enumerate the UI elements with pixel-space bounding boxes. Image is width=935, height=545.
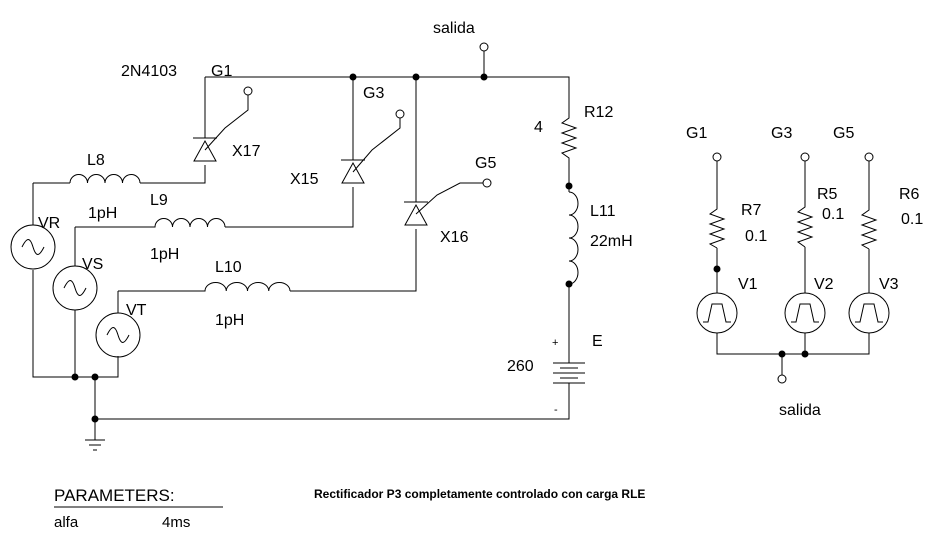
parameters-block: PARAMETERS: alfa 4ms bbox=[54, 486, 223, 531]
resistor-r12[interactable] bbox=[560, 108, 578, 186]
resistor-r6[interactable] bbox=[860, 203, 878, 250]
label-g1: G1 bbox=[211, 63, 232, 80]
pulse-source-v1[interactable] bbox=[696, 292, 738, 334]
terminal-g1[interactable] bbox=[243, 86, 253, 96]
label-l8-value: 1pH bbox=[88, 205, 117, 222]
label-vs: VS bbox=[82, 256, 103, 273]
resistor-r7[interactable] bbox=[708, 202, 726, 249]
label-e: E bbox=[592, 333, 603, 350]
terminal-salida-bottom[interactable] bbox=[777, 374, 787, 384]
ac-source-vs[interactable] bbox=[52, 265, 98, 311]
label-g5-right: G5 bbox=[833, 125, 854, 142]
inductor-l9[interactable] bbox=[125, 218, 226, 228]
label-l10: L10 bbox=[215, 259, 242, 276]
label-x16: X16 bbox=[440, 229, 469, 246]
ac-source-vr[interactable] bbox=[10, 224, 56, 270]
label-l9-value: 1pH bbox=[150, 246, 179, 263]
thyristor-x17[interactable] bbox=[193, 95, 249, 162]
label-g5: G5 bbox=[475, 155, 496, 172]
inductor-l10[interactable] bbox=[200, 282, 291, 292]
label-l9: L9 bbox=[150, 192, 168, 209]
label-battery-plus: + bbox=[552, 337, 558, 349]
terminal-g5-right[interactable] bbox=[864, 152, 874, 162]
parameters-heading: PARAMETERS: bbox=[54, 486, 175, 505]
label-v1: V1 bbox=[738, 276, 758, 293]
label-l10-value: 1pH bbox=[215, 312, 244, 329]
terminal-g1-right[interactable] bbox=[712, 152, 722, 162]
label-r12: R12 bbox=[584, 104, 613, 121]
label-g3-right: G3 bbox=[771, 125, 792, 142]
label-g1-right: G1 bbox=[686, 125, 707, 142]
battery-e[interactable] bbox=[553, 345, 585, 392]
resistor-r5[interactable] bbox=[796, 200, 814, 248]
thyristor-x16[interactable] bbox=[404, 182, 483, 226]
label-battery-minus: - bbox=[554, 404, 558, 416]
terminal-salida-top[interactable] bbox=[479, 42, 489, 52]
label-r6-value: 0.1 bbox=[901, 211, 923, 228]
parameter-name: alfa bbox=[54, 514, 79, 531]
label-x17: X17 bbox=[232, 143, 261, 160]
label-x15: X15 bbox=[290, 171, 319, 188]
inductor-l8[interactable] bbox=[69, 174, 175, 184]
label-l8: L8 bbox=[87, 152, 105, 169]
label-r5-value: 0.1 bbox=[822, 206, 844, 223]
label-r12-value: 4 bbox=[534, 119, 543, 136]
thyristor-x15[interactable] bbox=[341, 118, 401, 184]
label-l11: L11 bbox=[590, 203, 616, 220]
label-salida-bottom: salida bbox=[779, 402, 821, 419]
label-thyristor-model: 2N4103 bbox=[121, 63, 177, 80]
parameter-value: 4ms bbox=[162, 514, 190, 531]
terminal-g3[interactable] bbox=[395, 109, 405, 119]
label-e-value: 260 bbox=[507, 358, 534, 375]
label-r7-value: 0.1 bbox=[745, 228, 767, 245]
label-r6: R6 bbox=[899, 186, 920, 203]
label-l11-value: 22mH bbox=[590, 233, 633, 250]
ac-source-vt[interactable] bbox=[95, 312, 141, 358]
inductor-l11[interactable] bbox=[568, 191, 579, 285]
label-v3: V3 bbox=[879, 276, 899, 293]
label-r5: R5 bbox=[817, 186, 838, 203]
junction-dots bbox=[71, 73, 809, 423]
terminal-g3-right[interactable] bbox=[800, 152, 810, 162]
schematic-title: Rectificador P3 completamente controlado… bbox=[314, 487, 645, 501]
label-salida-top: salida bbox=[433, 20, 475, 37]
terminal-g5[interactable] bbox=[482, 178, 492, 188]
label-r7: R7 bbox=[741, 202, 762, 219]
label-g3: G3 bbox=[363, 85, 384, 102]
label-vr: VR bbox=[38, 215, 60, 232]
label-v2: V2 bbox=[814, 276, 834, 293]
label-vt: VT bbox=[126, 302, 147, 319]
pulse-source-v3[interactable] bbox=[848, 292, 890, 334]
pulse-source-v2[interactable] bbox=[784, 292, 826, 334]
